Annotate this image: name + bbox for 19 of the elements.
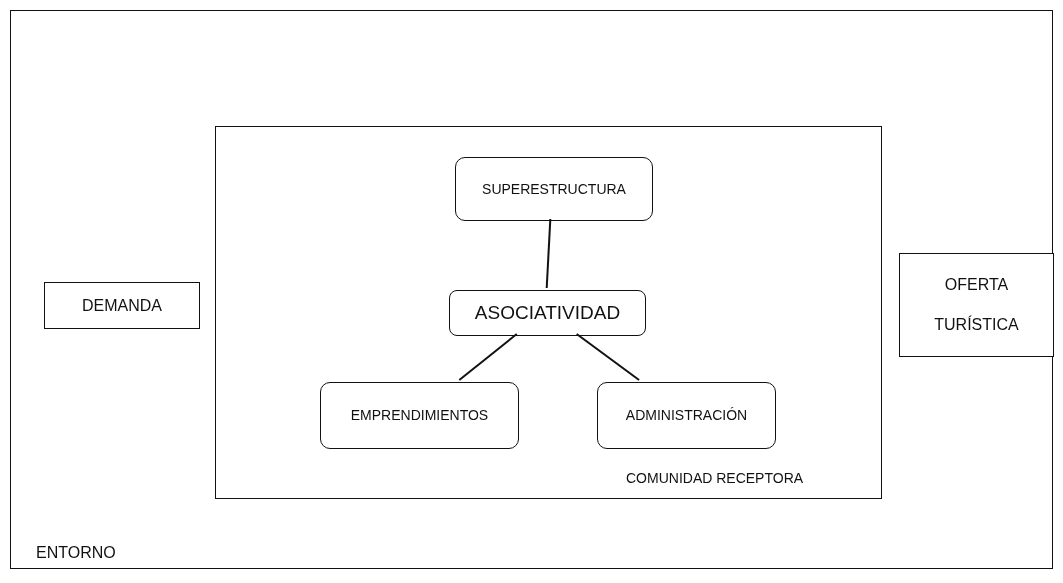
- box-label: ASOCIATIVIDAD: [474, 301, 621, 325]
- box-label: EMPRENDIMIENTOS: [350, 407, 489, 424]
- frame-label: ENTORNO: [36, 543, 116, 563]
- box-label: DEMANDA: [82, 295, 162, 316]
- process-box: [899, 253, 1054, 357]
- rounded-box: [449, 290, 646, 336]
- connector-line: [545, 218, 552, 289]
- connector-line: [575, 333, 641, 381]
- box-label: ADMINISTRACIÓN: [625, 407, 748, 424]
- rounded-box: [455, 157, 653, 221]
- community-frame: [215, 126, 882, 499]
- rounded-box: [597, 382, 776, 449]
- box-label: OFERTA TURÍSTICA: [933, 275, 1020, 335]
- environment-frame: [10, 10, 1053, 569]
- connector-line: [458, 333, 518, 381]
- frame-label: COMUNIDAD RECEPTORA: [626, 470, 804, 487]
- rounded-box: [320, 382, 519, 449]
- box-label: SUPERESTRUCTURA: [482, 180, 626, 198]
- process-box: [44, 282, 200, 329]
